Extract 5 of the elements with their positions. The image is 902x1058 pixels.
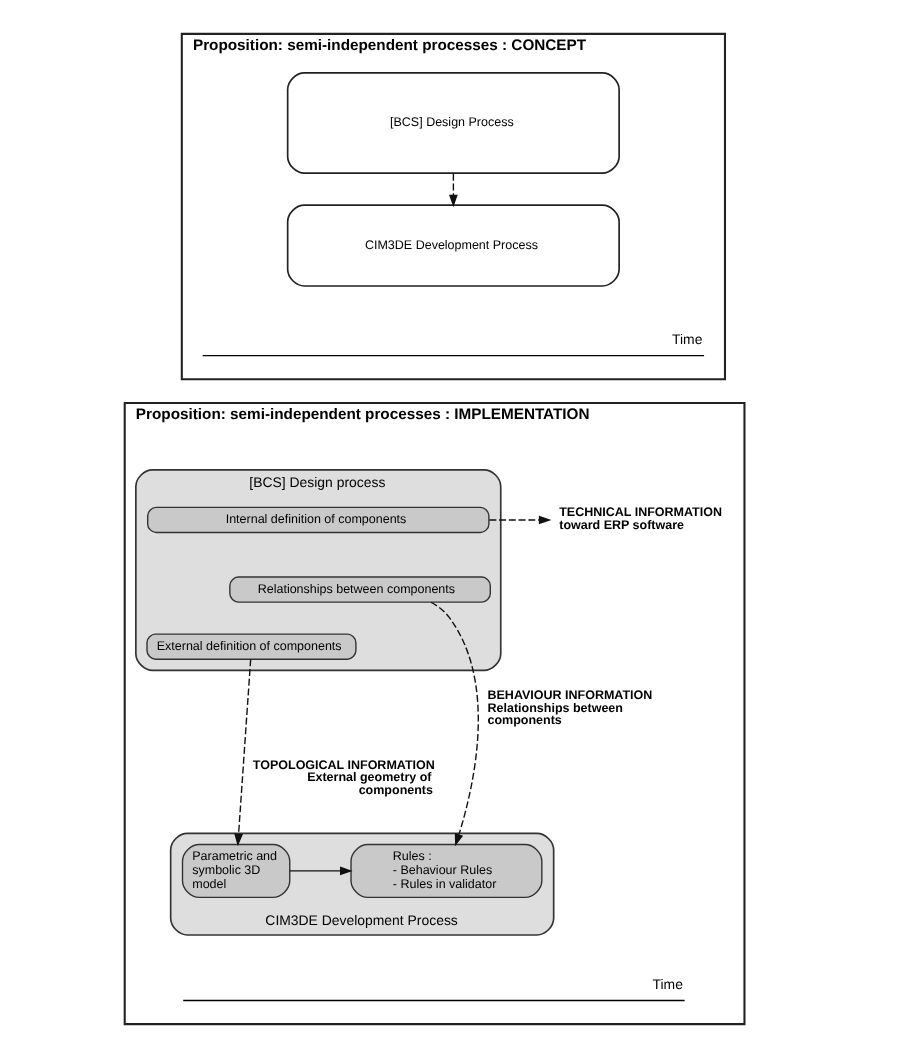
arrow <box>487 515 551 525</box>
arrow <box>288 866 352 876</box>
arrow <box>448 173 457 208</box>
arrow <box>429 601 478 847</box>
arrow <box>233 658 251 847</box>
